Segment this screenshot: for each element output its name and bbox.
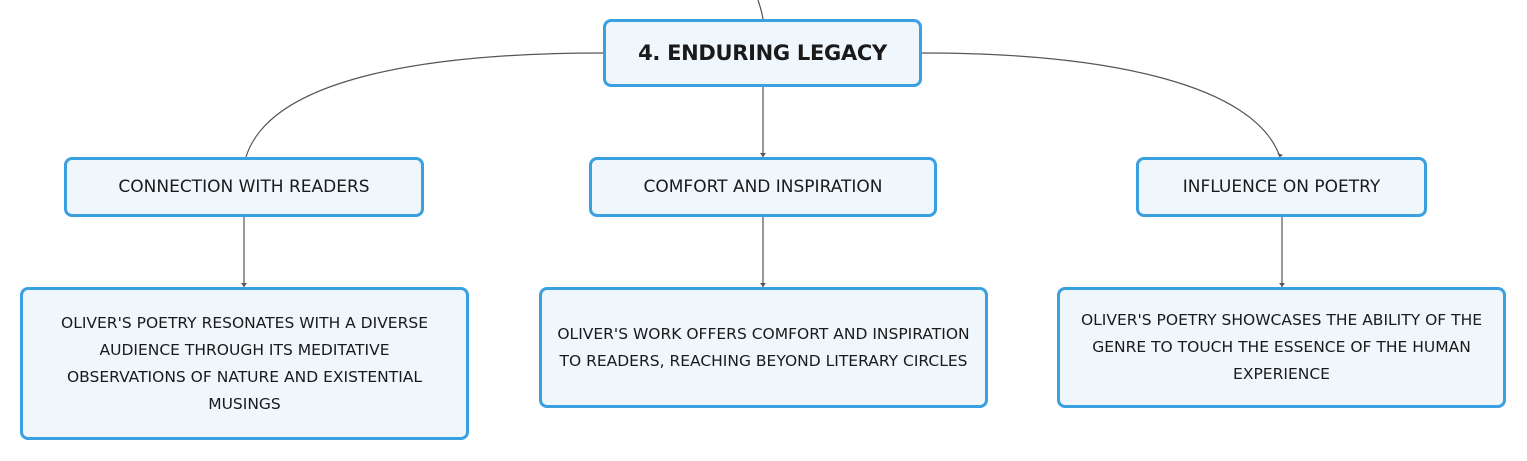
arrowhead-influence-detail xyxy=(1279,283,1285,287)
branch-node-comfort-and-inspiration[interactable]: COMFORT AND INSPIRATION xyxy=(589,157,937,217)
arrowhead-comfort-detail xyxy=(760,283,766,287)
arrowhead-influence xyxy=(1277,153,1283,157)
root-node-label: 4. ENDURING LEGACY xyxy=(638,41,887,65)
branch-node-label: INFLUENCE ON POETRY xyxy=(1182,177,1381,197)
arrowhead-comfort xyxy=(760,153,766,157)
detail-node-text: OLIVER'S POETRY RESONATES WITH A DIVERSE… xyxy=(61,313,428,413)
branch-node-influence-on-poetry[interactable]: INFLUENCE ON POETRY xyxy=(1136,157,1427,217)
connector-root-to-connection xyxy=(245,52,604,158)
branch-node-label: COMFORT AND INSPIRATION xyxy=(643,177,883,197)
connector-from-parent xyxy=(757,0,764,20)
arrowhead-connection-detail xyxy=(241,283,247,287)
detail-node-connection-with-readers[interactable]: OLIVER'S POETRY RESONATES WITH A DIVERSE… xyxy=(20,287,469,440)
detail-node-text: OLIVER'S WORK OFFERS COMFORT AND INSPIRA… xyxy=(557,324,970,370)
detail-node-text: OLIVER'S POETRY SHOWCASES THE ABILITY OF… xyxy=(1080,311,1483,383)
connector-root-to-influence xyxy=(921,52,1281,158)
detail-node-comfort-and-inspiration[interactable]: OLIVER'S WORK OFFERS COMFORT AND INSPIRA… xyxy=(539,287,988,408)
branch-node-connection-with-readers[interactable]: CONNECTION WITH READERS xyxy=(64,157,424,217)
root-node[interactable]: 4. ENDURING LEGACY xyxy=(603,19,922,87)
detail-node-influence-on-poetry[interactable]: OLIVER'S POETRY SHOWCASES THE ABILITY OF… xyxy=(1057,287,1506,408)
branch-node-label: CONNECTION WITH READERS xyxy=(118,177,370,197)
